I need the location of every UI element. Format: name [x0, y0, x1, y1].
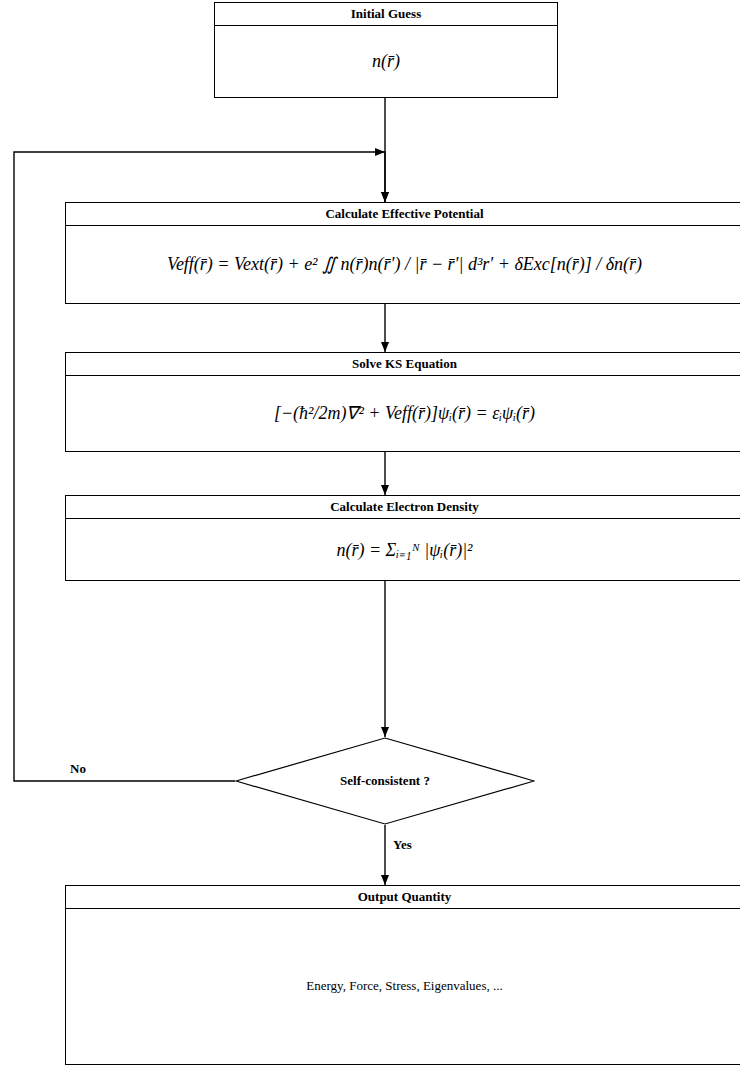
connector-arrow [384, 304, 385, 352]
box-heading: Output Quantity [66, 886, 740, 909]
formula-text: n(r̄) [215, 26, 557, 97]
connector-arrow [384, 452, 385, 495]
process-box: Solve KS Equation[−(ħ²/2m)∇² + Veff(r̄)]… [65, 352, 740, 452]
box-heading: Calculate Effective Potential [66, 203, 740, 226]
process-box: Calculate Effective PotentialVeff(r̄) = … [65, 202, 740, 304]
diamond-shape [236, 738, 534, 824]
connector-arrow [384, 825, 385, 885]
start-box: Initial Guessn(r̄) [214, 2, 558, 98]
formula-text: [−(ħ²/2m)∇² + Veff(r̄)]ψᵢ(r̄) = εᵢψᵢ(r̄) [66, 376, 740, 451]
box-heading: Solve KS Equation [66, 353, 740, 376]
decision-text: Self-consistent ? [340, 773, 430, 789]
output-box: Output QuantityEnergy, Force, Stress, Ei… [65, 885, 740, 1065]
process-box: Calculate Electron Densityn(r̄) = Σᵢ₌₁ᴺ … [65, 495, 740, 581]
formula-text: n(r̄) = Σᵢ₌₁ᴺ |ψᵢ(r̄)|² [66, 519, 740, 580]
decision-diamond: Self-consistent ? [235, 737, 535, 825]
connector-arrow [384, 581, 385, 737]
formula-text: Veff(r̄) = Vext(r̄) + e² ∬ n(r̄)n(r̄′) /… [66, 226, 740, 303]
edge-label: No [68, 761, 88, 777]
box-body: Energy, Force, Stress, Eigenvalues, ... [66, 909, 740, 1064]
box-heading: Calculate Electron Density [66, 496, 740, 519]
edge-label: Yes [391, 837, 414, 853]
box-heading: Initial Guess [215, 3, 557, 26]
junction-arrow-head [375, 148, 385, 156]
